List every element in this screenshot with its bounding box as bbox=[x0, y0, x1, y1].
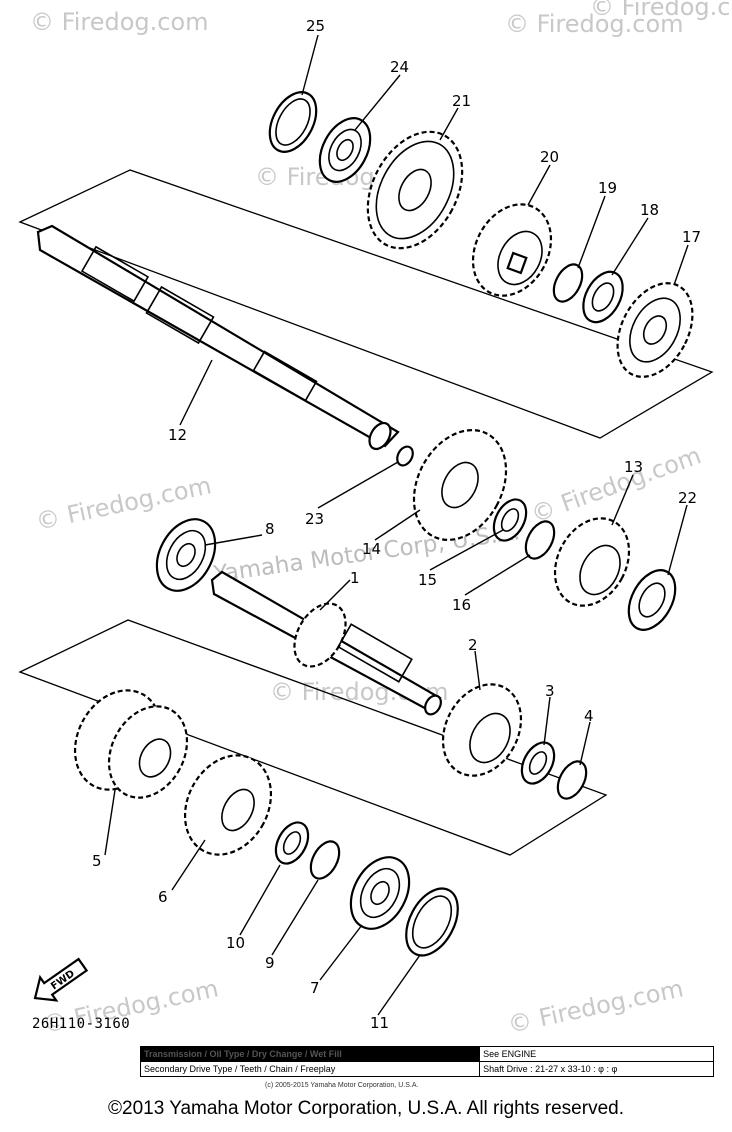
part-10-washer bbox=[274, 821, 310, 865]
callout-24: 24 bbox=[390, 58, 409, 76]
callout-15: 15 bbox=[418, 571, 437, 589]
part-11-circlip bbox=[405, 887, 459, 957]
fwd-arrow-icon: FWD bbox=[33, 957, 89, 1002]
callout-12: 12 bbox=[168, 426, 187, 444]
spec-label-transmission: Transmission / Oil Type / Dry Change / W… bbox=[139, 1046, 481, 1062]
part-18-washer bbox=[582, 270, 624, 324]
footer-copyright: ©2013 Yamaha Motor Corporation, U.S.A. A… bbox=[108, 1098, 624, 1119]
callout-6: 6 bbox=[158, 888, 168, 906]
callout-18: 18 bbox=[640, 201, 659, 219]
part-9-circlip bbox=[309, 840, 341, 880]
part-13-gear bbox=[553, 517, 631, 607]
callout-25: 25 bbox=[306, 17, 325, 35]
leader-lines bbox=[104, 34, 689, 1016]
spec-label-secondary-drive: Secondary Drive Type / Teeth / Chain / F… bbox=[139, 1061, 481, 1077]
callout-22: 22 bbox=[678, 489, 697, 507]
spec-table: Transmission / Oil Type / Dry Change / W… bbox=[139, 1046, 714, 1077]
spec-value-secondary-drive: Shaft Drive : 21-27 x 33-10 : φ : φ bbox=[479, 1061, 714, 1077]
callout-13: 13 bbox=[624, 458, 643, 476]
callout-14: 14 bbox=[362, 540, 381, 558]
callout-8: 8 bbox=[265, 520, 275, 538]
part-1-drive-axle bbox=[210, 570, 442, 716]
part-24-bearing bbox=[318, 117, 372, 183]
callout-4: 4 bbox=[584, 707, 594, 725]
part-8-bearing bbox=[155, 518, 217, 592]
callout-23: 23 bbox=[305, 510, 324, 528]
callout-10: 10 bbox=[226, 934, 245, 952]
watermark-text: © Firedog.com bbox=[590, 0, 732, 21]
part-25-circlip bbox=[268, 91, 318, 153]
part-16-circlip bbox=[524, 520, 556, 560]
part-20-gear bbox=[471, 203, 553, 297]
spec-row: Transmission / Oil Type / Dry Change / W… bbox=[139, 1046, 714, 1062]
part-7-bearing bbox=[349, 856, 411, 930]
sub-copyright: (c) 2005-2015 Yamaha Motor Corporation, … bbox=[265, 1082, 419, 1089]
callout-7: 7 bbox=[310, 979, 320, 997]
part-5-gear bbox=[73, 689, 189, 799]
callout-17: 17 bbox=[682, 228, 701, 246]
drawing-number: 26H110-3160 bbox=[32, 1016, 131, 1032]
callout-5: 5 bbox=[92, 852, 102, 870]
part-17-gear bbox=[616, 282, 694, 378]
callout-labels: 25 24 21 20 19 18 17 12 23 13 14 15 16 2… bbox=[92, 17, 701, 1032]
exploded-parts-diagram: © Firedog.com © Firedog.com © Firedog.co… bbox=[18, 0, 732, 1039]
part-22-bearing bbox=[627, 569, 677, 631]
part-19-circlip bbox=[552, 263, 584, 303]
callout-9: 9 bbox=[265, 954, 275, 972]
callout-16: 16 bbox=[452, 596, 471, 614]
part-21-gear bbox=[366, 130, 464, 250]
part-14-gear bbox=[412, 429, 508, 541]
callout-21: 21 bbox=[452, 92, 471, 110]
callout-1: 1 bbox=[350, 569, 360, 587]
part-2-gear bbox=[441, 683, 523, 777]
part-3-washer bbox=[520, 741, 556, 785]
watermark-text: © Firedog.com bbox=[505, 974, 685, 1039]
part-12-main-axle bbox=[36, 224, 400, 451]
part-6-gear bbox=[183, 754, 273, 856]
spec-value-transmission: See ENGINE bbox=[479, 1046, 714, 1062]
part-23-collar bbox=[396, 445, 414, 467]
callout-20: 20 bbox=[540, 148, 559, 166]
callout-11: 11 bbox=[370, 1014, 389, 1032]
spec-row: Secondary Drive Type / Teeth / Chain / F… bbox=[139, 1061, 714, 1077]
watermark-text: © Firedog.com bbox=[30, 8, 209, 36]
callout-3: 3 bbox=[545, 682, 555, 700]
callout-2: 2 bbox=[468, 636, 478, 654]
upper-group-frame bbox=[18, 169, 714, 439]
lower-group-frame bbox=[18, 619, 608, 856]
part-4-circlip bbox=[556, 760, 588, 800]
watermark-text: © Firedog.com bbox=[505, 10, 684, 38]
callout-19: 19 bbox=[598, 179, 617, 197]
